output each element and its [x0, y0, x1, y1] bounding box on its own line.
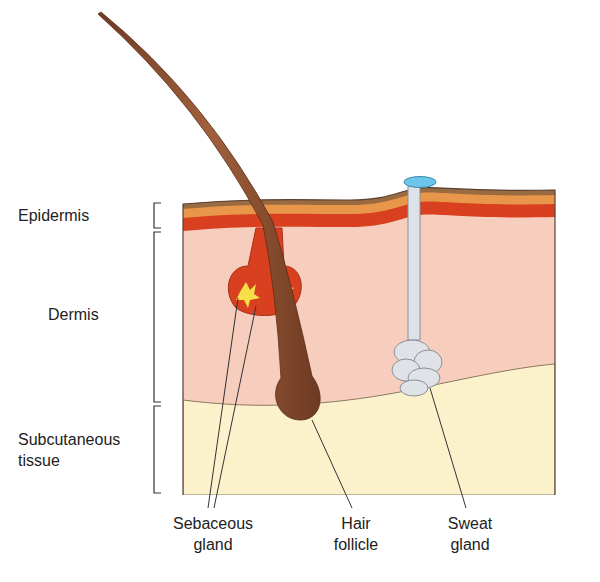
layer-label: Dermis [48, 305, 148, 326]
sweat-pore [404, 177, 436, 188]
skin-layers [183, 188, 555, 495]
part-label: Sebaceous gland [166, 514, 260, 556]
sweat-duct [408, 186, 420, 340]
layer-label: Epidermis [18, 206, 148, 227]
layer-bracket [154, 203, 161, 493]
sweat-coil [392, 340, 442, 396]
dermis-layer [183, 215, 555, 495]
skin-outline [183, 188, 555, 495]
layer-label: Subcutaneous tissue [18, 430, 140, 472]
subcutaneous-layer [183, 364, 555, 495]
sebaceous-secretion [236, 282, 260, 308]
part-label: Hair follicle [318, 514, 394, 556]
part-label: Sweat gland [430, 514, 510, 556]
hair-shaft [98, 12, 320, 420]
leader-line [208, 298, 466, 508]
